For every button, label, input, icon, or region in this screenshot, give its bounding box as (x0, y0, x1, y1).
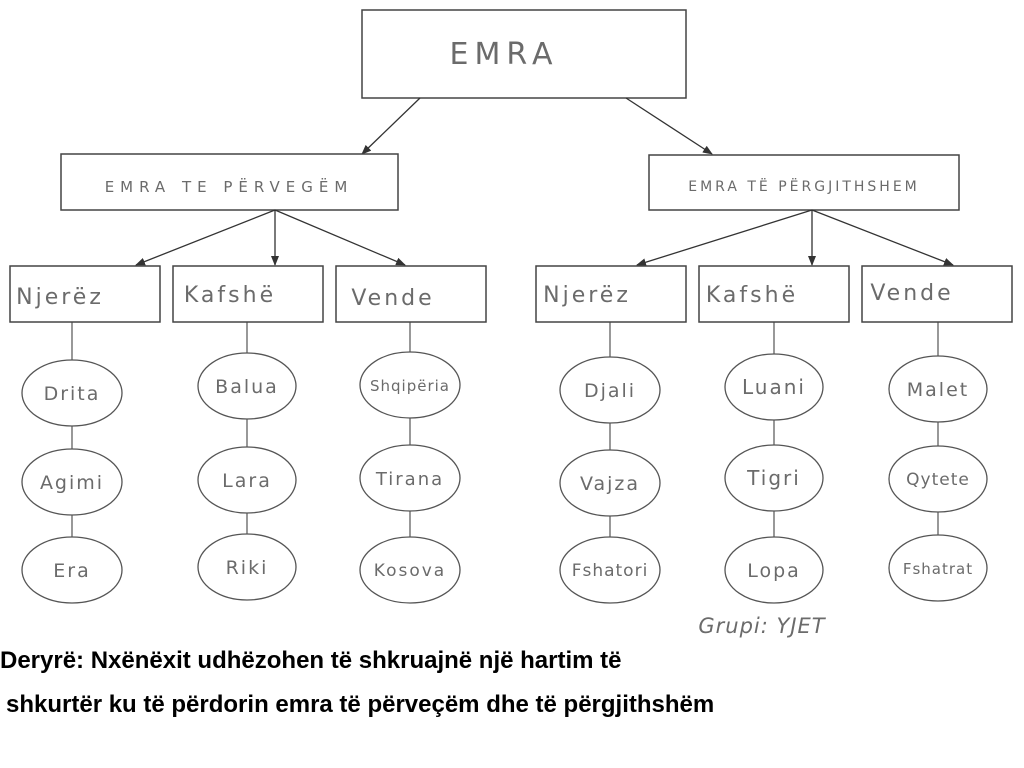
item-node (359, 536, 461, 604)
item-node (724, 536, 824, 604)
item-node (21, 536, 123, 604)
item-label: Lara (222, 470, 272, 492)
item-node (888, 445, 988, 513)
root-label: EMRA (450, 37, 559, 72)
category-box (172, 265, 324, 323)
branch-arrow (811, 209, 954, 266)
item-node (197, 446, 297, 514)
category-label: Vende (870, 281, 953, 306)
item-label: Drita (44, 383, 101, 405)
group-signature: Grupi: YJET (698, 614, 826, 638)
item-label: Tirana (375, 469, 444, 490)
item-label: Qytete (906, 470, 970, 490)
item-label: Malet (907, 379, 969, 401)
category-box (861, 265, 1013, 323)
category-box (698, 265, 850, 323)
item-label: Fshatori (572, 561, 649, 581)
task-text-line-1: Deryrë: Nxënëxit udhëzohen të shkruajnë … (0, 647, 622, 674)
category-column: Kafshë Balua Lara Riki (172, 265, 324, 601)
category-box (9, 265, 161, 323)
category-column: Kafshë Luani Tigri Lopa (698, 265, 850, 604)
item-label: Vajza (580, 473, 640, 495)
item-label: Balua (215, 376, 279, 398)
root-node: EMRA (361, 9, 687, 99)
branch-arrow (636, 209, 813, 267)
category-label: Kafshë (184, 283, 276, 308)
category-box (535, 265, 687, 323)
item-label: Shqipëria (370, 377, 450, 395)
item-label: Luani (742, 375, 806, 399)
item-node (21, 359, 123, 427)
item-node (724, 353, 824, 421)
category-column: Njerëz Drita Agimi Era (9, 265, 161, 604)
item-node (559, 536, 661, 604)
item-label: Era (53, 560, 90, 582)
branch-arrow (135, 209, 276, 266)
item-label: Agimi (40, 472, 104, 494)
item-node (724, 444, 824, 512)
item-node (559, 449, 661, 517)
item-node (359, 351, 461, 419)
noun-tree-diagram: EMRA EMRA TE PËRVEGËM EMRA TË PËRGJITHSH… (9, 9, 1013, 638)
item-node (21, 448, 123, 516)
category-label: Njerëz (16, 285, 104, 310)
category-column: Vende Shqipëria Tirana Kosova (335, 265, 487, 604)
item-node (197, 352, 297, 420)
branch-proper-nouns: EMRA TE PËRVEGËM (60, 153, 399, 211)
item-node (888, 534, 988, 602)
item-node (359, 444, 461, 512)
item-label: Kosova (374, 561, 446, 581)
category-label: Njerëz (543, 283, 631, 308)
root-to-left-arrow (361, 97, 421, 155)
root-to-right-arrow (625, 97, 713, 155)
branch-label: EMRA TË PËRGJITHSHEM (688, 177, 920, 195)
item-label: Fshatrat (903, 560, 973, 578)
item-node (197, 533, 297, 601)
category-label: Vende (351, 286, 434, 311)
item-label: Riki (226, 557, 269, 579)
category-box (335, 265, 487, 323)
branch-label: EMRA TE PËRVEGËM (105, 177, 354, 196)
item-label: Lopa (747, 560, 801, 582)
branch-common-nouns: EMRA TË PËRGJITHSHEM (648, 154, 960, 211)
item-label: Djali (584, 380, 636, 402)
item-node (888, 355, 988, 423)
task-text-line-2: shkurtër ku të përdorin emra të përveçëm… (6, 691, 715, 718)
category-label: Kafshë (706, 283, 798, 308)
item-node (559, 356, 661, 424)
category-column: Vende Malet Qytete Fshatrat (861, 265, 1013, 602)
branch-arrow (274, 209, 406, 266)
category-column: Njerëz Djali Vajza Fshatori (535, 265, 687, 604)
item-label: Tigri (746, 466, 801, 490)
